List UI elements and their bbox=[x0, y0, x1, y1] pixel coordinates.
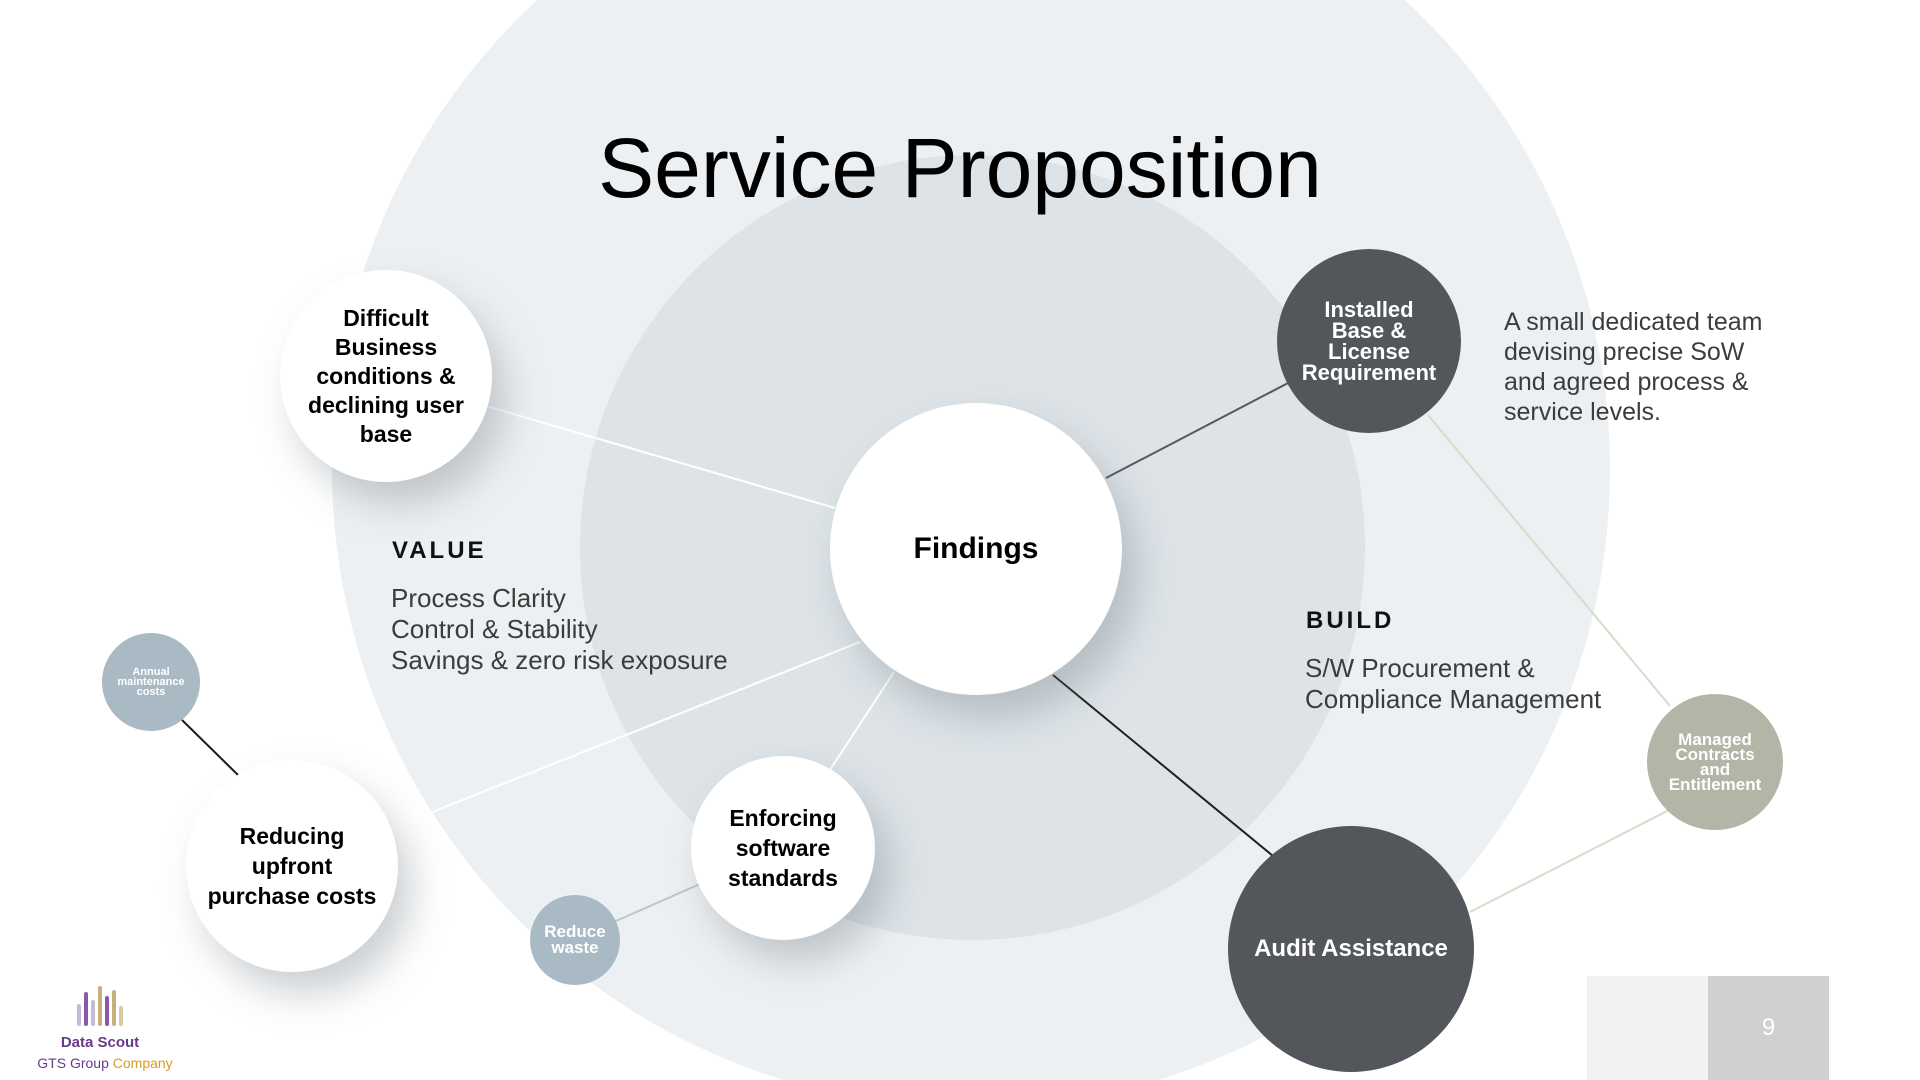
connector-reduce-waste-enforcing bbox=[615, 883, 701, 922]
logo-bars-icon bbox=[77, 986, 123, 1026]
team-note-line: A small dedicated team bbox=[1504, 308, 1763, 336]
connector-findings-installed-base bbox=[1105, 381, 1291, 479]
value-list: Process Clarity Control & Stability Savi… bbox=[391, 583, 728, 676]
value-item: Savings & zero risk exposure bbox=[391, 645, 728, 675]
page-number-box: 9 bbox=[1708, 976, 1829, 1080]
reducing-costs-node: Reducing upfront purchase costs bbox=[186, 760, 398, 972]
annual-maintenance-node: Annual maintenance costs bbox=[102, 633, 200, 731]
logo-group-text: GTS Group bbox=[37, 1055, 113, 1071]
connector-findings-audit-assistance bbox=[1052, 674, 1274, 857]
reduce-waste-text: Reduce waste bbox=[544, 922, 606, 957]
team-note: A small dedicated team devising precise … bbox=[1504, 307, 1762, 427]
build-heading: BUILD bbox=[1306, 607, 1395, 634]
value-item: Process Clarity bbox=[391, 583, 566, 613]
logo-bar bbox=[77, 1004, 81, 1026]
team-note-line: and agreed process & bbox=[1504, 368, 1749, 396]
managed-contracts-text: Managed Contracts and Entitlement bbox=[1668, 730, 1762, 794]
reducing-costs-text: Reducing upfront purchase costs bbox=[207, 823, 377, 909]
connector-findings-difficult-business bbox=[485, 405, 836, 509]
logo-bar bbox=[91, 1000, 95, 1026]
team-note-line: service levels. bbox=[1504, 398, 1661, 426]
slide-title: Service Proposition bbox=[598, 121, 1322, 215]
logo-subtitle: GTS Group Company bbox=[30, 1055, 180, 1071]
build-item: S/W Procurement & bbox=[1305, 653, 1535, 683]
installed-base-node: Installed Base & License Requirement bbox=[1277, 249, 1461, 433]
build-list: S/W Procurement & Compliance Management bbox=[1305, 653, 1601, 715]
logo-bar bbox=[119, 1006, 123, 1026]
connector-managed-audit bbox=[1469, 809, 1670, 913]
build-item: Compliance Management bbox=[1305, 684, 1602, 714]
team-note-line: devising precise SoW bbox=[1504, 338, 1745, 366]
findings-node: Findings bbox=[830, 403, 1122, 695]
enforcing-standards-node: Enforcing software standards bbox=[691, 756, 875, 940]
logo-bar bbox=[84, 992, 88, 1026]
value-item: Control & Stability bbox=[391, 614, 598, 644]
logo-company-text: Company bbox=[112, 1055, 173, 1071]
logo-name: Data Scout bbox=[60, 1034, 140, 1051]
logo-bar bbox=[105, 996, 109, 1026]
audit-assistance-node: Audit Assistance bbox=[1228, 826, 1474, 1072]
findings-label: Findings bbox=[913, 532, 1039, 565]
installed-base-text: Installed Base & License Requirement bbox=[1301, 297, 1437, 385]
logo-bar bbox=[112, 990, 116, 1026]
enforcing-standards-text: Enforcing software standards bbox=[728, 805, 838, 891]
company-logo: Data Scout GTS Group Company bbox=[30, 978, 180, 1071]
logo-bar bbox=[98, 986, 102, 1026]
connector-findings-reducing-costs bbox=[391, 641, 861, 829]
audit-assistance-label: Audit Assistance bbox=[1254, 935, 1448, 962]
managed-contracts-node: Managed Contracts and Entitlement bbox=[1647, 694, 1783, 830]
connector-installed-managed bbox=[1427, 414, 1671, 707]
connector-annual-reducing bbox=[181, 719, 239, 776]
page-number: 9 bbox=[1761, 1014, 1776, 1041]
reduce-waste-node: Reduce waste bbox=[530, 895, 620, 985]
annual-maintenance-text: Annual maintenance costs bbox=[117, 666, 185, 698]
page-box-decoration bbox=[1587, 976, 1708, 1080]
difficult-business-node: Difficult Business conditions & declinin… bbox=[280, 270, 492, 482]
connector-findings-enforcing-standards bbox=[829, 671, 895, 771]
difficult-business-text: Difficult Business conditions & declinin… bbox=[308, 304, 464, 447]
value-heading: VALUE bbox=[392, 537, 487, 564]
